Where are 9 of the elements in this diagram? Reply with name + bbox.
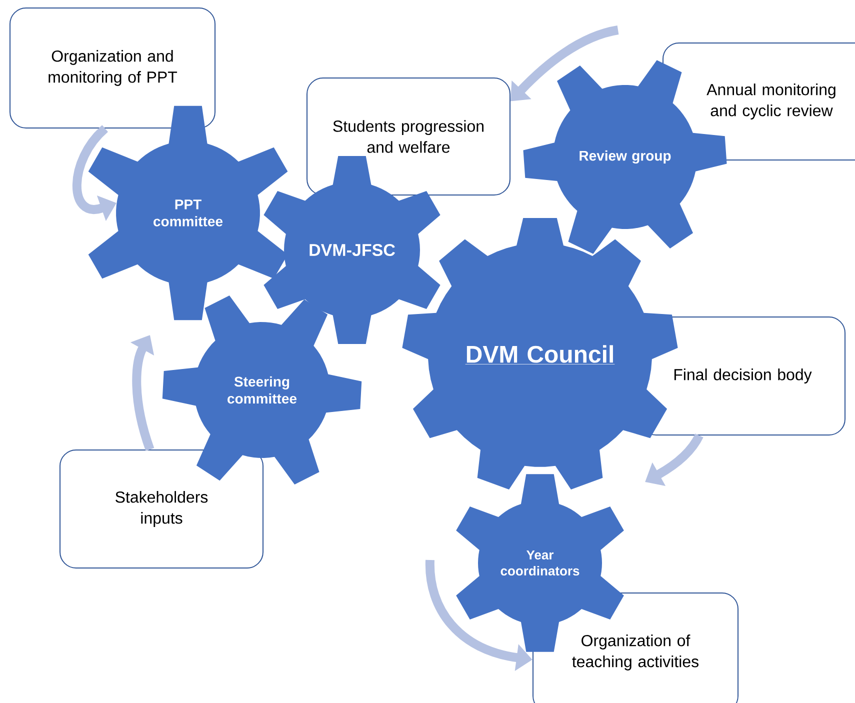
node-label: Steering committee	[228, 376, 297, 404]
text-box: Organization and monitoring of PPT	[10, 8, 216, 128]
gear: Steering committee	[162, 295, 362, 485]
text-box: Stakeholders inputs	[60, 450, 264, 568]
curved-arrow	[510, 26, 619, 102]
text-box: Students progression and welfare	[306, 78, 510, 196]
node-label: PPT committee	[154, 200, 223, 226]
gear: DVM-JFSC	[264, 156, 440, 344]
gear: PPT committee	[88, 106, 288, 320]
